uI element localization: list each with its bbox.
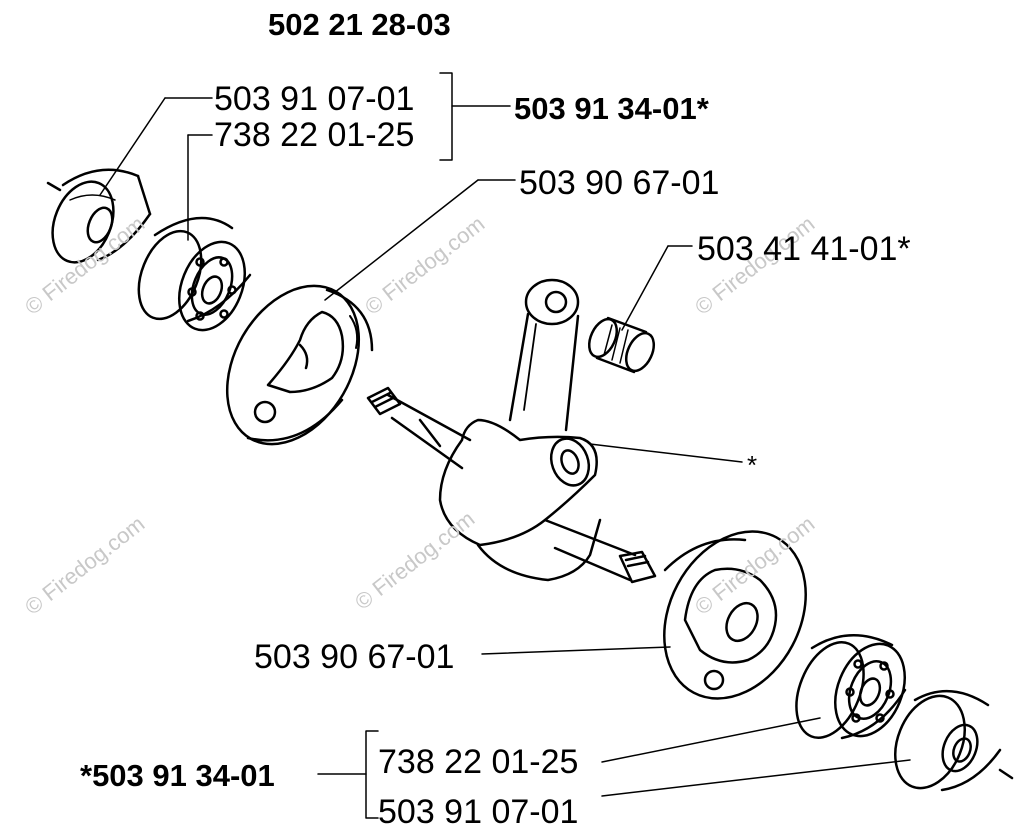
bottom-bearing-part bbox=[795, 634, 907, 740]
seal-top-part-number: 503 91 07-01 bbox=[214, 80, 415, 118]
kit-part-number: 502 21 28-03 bbox=[268, 7, 451, 42]
lower-crank-half-part bbox=[663, 530, 807, 700]
bearing-bottom-part-number: 738 22 01-25 bbox=[378, 743, 579, 781]
bottom-seal-part bbox=[894, 689, 1014, 792]
upper-crank-half-part bbox=[225, 284, 374, 446]
top-bearing-part bbox=[137, 216, 252, 332]
bearing-kit-top-part-number: 503 91 34-01* bbox=[514, 91, 709, 126]
crank-half-top-part-number: 503 90 67-01 bbox=[519, 164, 720, 202]
bearing-kit-bottom-part-number: *503 91 34-01 bbox=[80, 758, 275, 793]
bearing-top-part-number: 738 22 01-25 bbox=[214, 116, 415, 154]
needle-bearing-part-number: 503 41 41-01* bbox=[697, 230, 911, 268]
seal-bottom-part-number: 503 91 07-01 bbox=[378, 793, 579, 831]
leader-lines bbox=[99, 72, 911, 819]
crankshaft-part bbox=[366, 278, 657, 584]
crank-half-bottom-part-number: 503 90 67-01 bbox=[254, 638, 455, 676]
crankshaft-asterisk-note: * bbox=[747, 450, 758, 480]
needle-bearing-part bbox=[587, 316, 656, 374]
top-seal-part bbox=[46, 168, 152, 264]
